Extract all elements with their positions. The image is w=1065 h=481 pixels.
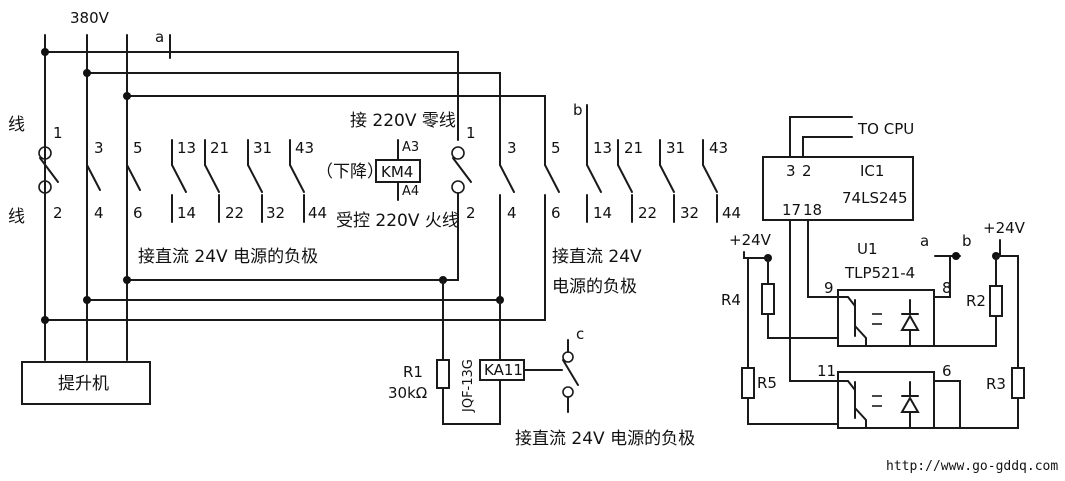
right-term-bot-6: 32 [680,204,699,222]
opto-pin9: 9 [824,279,834,297]
to-cpu-label: TO CPU [857,120,914,138]
left-term-bot-7: 44 [308,204,327,222]
note-live: 受控 220V 火线 [336,211,459,231]
left-term-bot-4: 14 [177,204,196,222]
relay-model: JQF-13G [461,359,476,413]
right-term-bot-5: 22 [638,204,657,222]
note-neutral: 接 220V 零线 [350,111,456,131]
supply-24v-left: +24V R4 R5 [721,231,839,425]
right-term-bot-2: 4 [507,204,517,222]
mark-b-top: b [573,101,583,119]
supply-24v-left-label: +24V [729,231,772,249]
left-term-top-3: 5 [133,139,143,157]
edge-text-bottom: 线 [8,207,25,227]
optocoupler: U1 TLP521-4 9 8 11 6 a b [817,232,972,429]
left-term-top-6: 31 [253,139,272,157]
left-contactor [38,139,305,223]
right-term-top-6: 31 [666,139,685,157]
coil-mode: （下降） [316,162,384,182]
ic-part: 74LS245 [842,189,908,207]
left-term-bot-1: 2 [53,204,63,222]
left-term-bot-2: 4 [94,204,104,222]
left-term-top-7: 43 [295,139,314,157]
voltage-label: 380V [70,9,110,27]
supply-lines [41,34,546,361]
opto-name: U1 [857,240,878,258]
cpu-section: TO CPU 3 2 IC1 74LS245 17 18 [762,116,914,382]
opto-mark-a: a [920,232,929,250]
right-term-top-7: 43 [709,139,728,157]
right-contactor [451,104,718,226]
edge-text-top: 线 [8,115,25,135]
right-term-bot-3: 6 [551,204,561,222]
right-term-top-1: 1 [466,124,476,142]
right-term-top-4: 13 [593,139,612,157]
right-term-bot-4: 14 [593,204,612,222]
supply-24v-right-label: +24V [983,219,1026,237]
ic-pin3: 3 [786,162,796,180]
opto-part: TLP521-4 [844,264,915,282]
left-term-top-1: 1 [53,124,63,142]
mark-c: c [576,325,584,343]
opto-pin6: 6 [942,362,952,380]
hoist-label: 提升机 [58,374,109,394]
footer-url: http://www.go-gddq.com [886,459,1058,474]
relay-name: KA11 [484,361,523,379]
note-neg-left: 接直流 24V 电源的负极 [138,247,318,267]
r4-label: R4 [721,291,741,309]
r1-name: R1 [403,363,423,381]
ic-pin18: 18 [803,201,822,219]
r2-label: R2 [966,292,986,310]
note-neg-right-2: 电源的负极 [552,277,637,297]
right-term-top-2: 3 [507,139,517,157]
km4-coil: KM4 A3 A4 （下降） [316,139,421,201]
left-contactor-bottom-terms: 2 4 6 14 22 32 44 [53,204,327,222]
right-term-bot-1: 2 [466,204,476,222]
left-term-top-2: 3 [94,139,104,157]
coil-a4: A4 [402,184,419,199]
supply-24v-right: +24V R2 R3 [933,219,1026,429]
left-term-bot-5: 22 [225,204,244,222]
left-term-bot-3: 6 [133,204,143,222]
note-neg-bottom: 接直流 24V 电源的负极 [515,429,695,449]
r3-label: R3 [986,375,1006,393]
coil-name: KM4 [381,163,413,181]
opto-mark-b: b [962,232,972,250]
left-contactor-top-terms: 1 3 5 13 21 31 43 [53,124,314,157]
ic-pin2: 2 [802,162,812,180]
right-term-bot-7: 44 [722,204,741,222]
note-neg-right-1: 接直流 24V [552,247,642,267]
right-term-top-5: 21 [624,139,643,157]
right-contactor-top-terms: 1 3 5 13 21 31 43 [466,124,728,157]
ic-name: IC1 [860,162,884,180]
left-term-top-5: 21 [210,139,229,157]
opto-pin8: 8 [942,279,952,297]
r1-value: 30kΩ [388,384,427,402]
right-contactor-bottom-terms: 2 4 6 14 22 32 44 [466,204,741,222]
opto-pin11: 11 [817,362,836,380]
mark-a-top: a [155,28,164,46]
right-term-top-3: 5 [551,139,561,157]
r5-label: R5 [757,374,777,392]
left-term-top-4: 13 [177,139,196,157]
relay-section: KA11 JQF-13G [436,279,579,425]
left-term-bot-6: 32 [266,204,285,222]
hoist-box [21,361,151,405]
coil-a3: A3 [402,140,419,155]
ic-pin17: 17 [782,201,801,219]
